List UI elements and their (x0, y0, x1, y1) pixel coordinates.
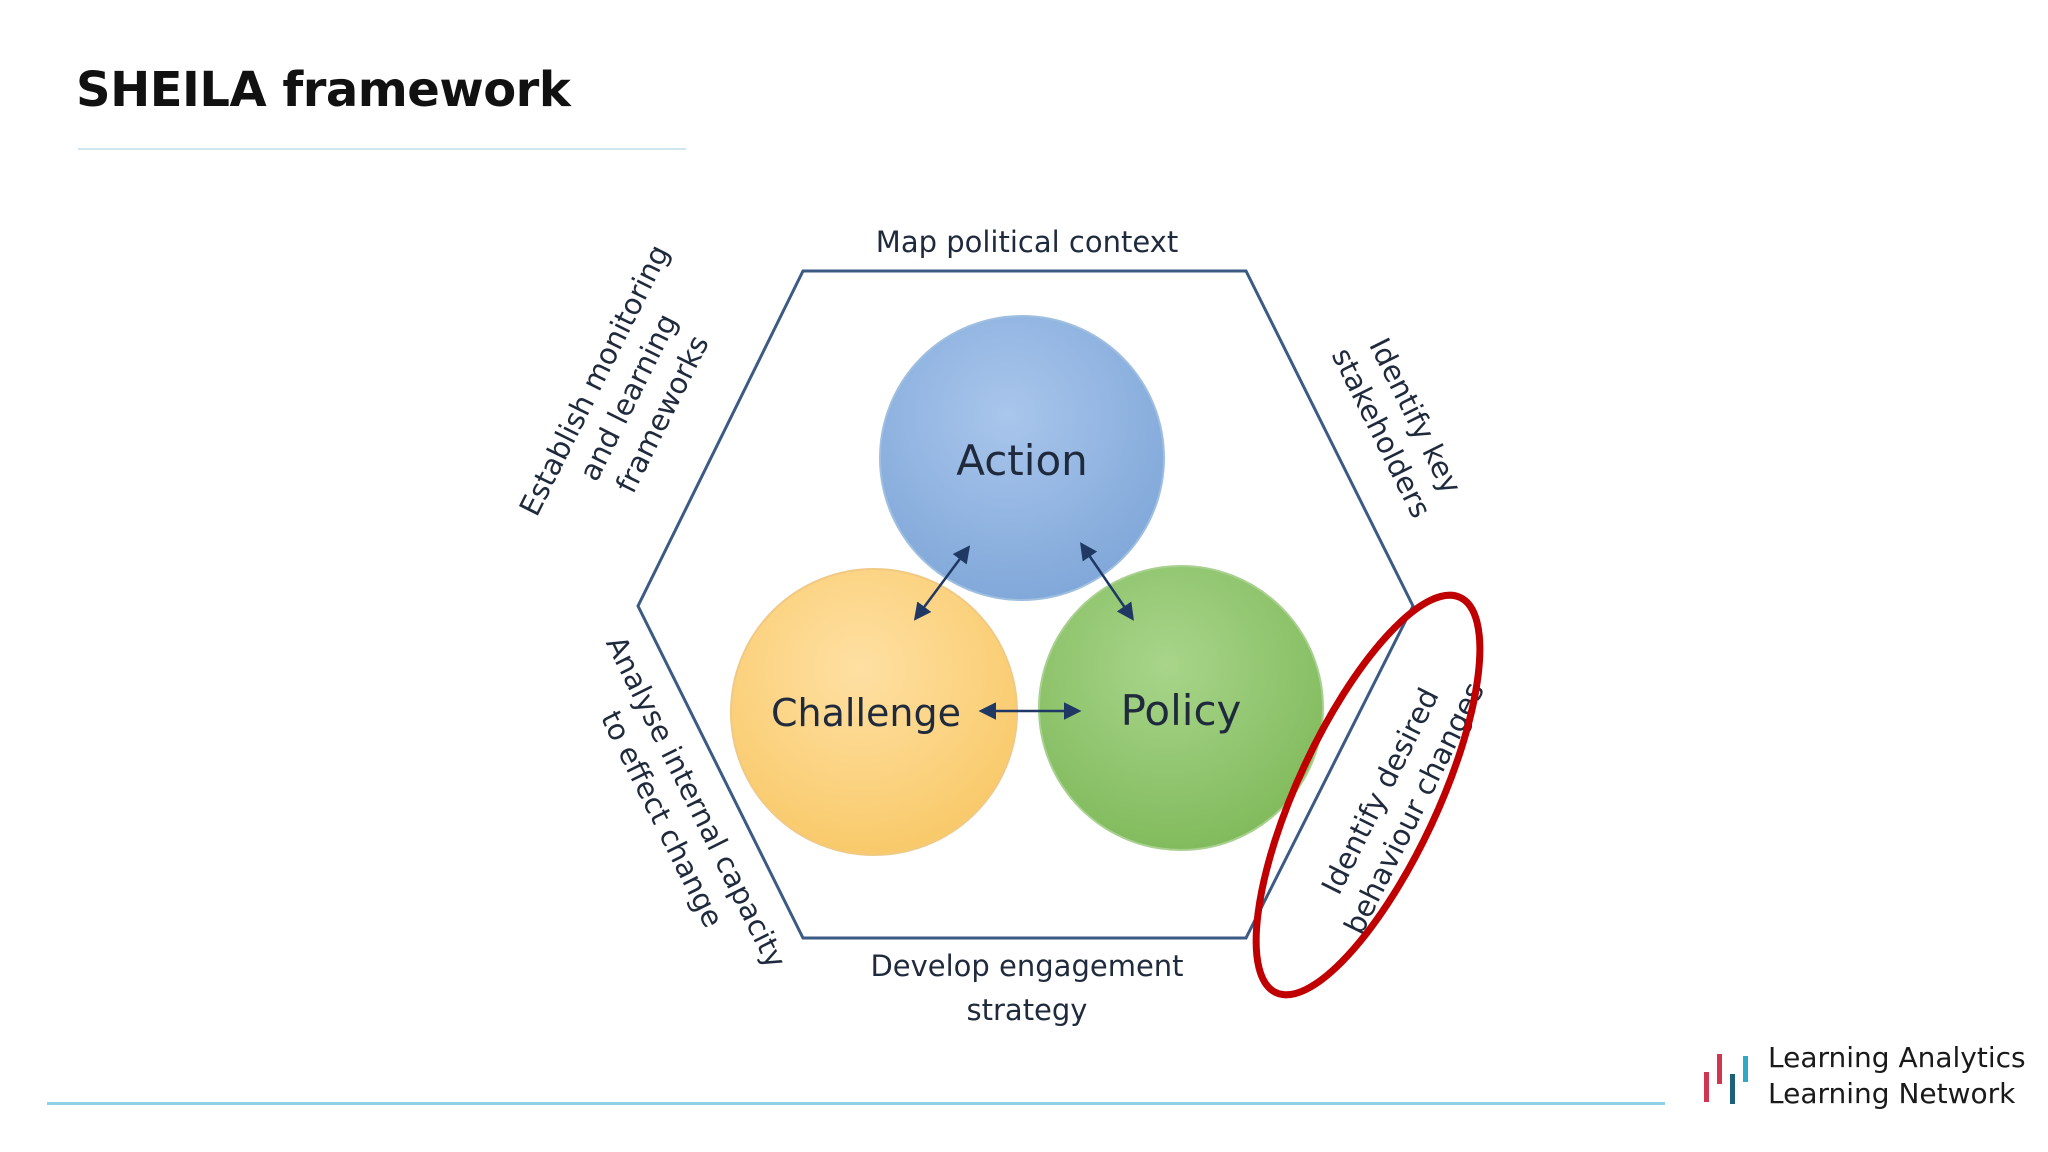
footer-divider (47, 1102, 1665, 1105)
bars-logo-icon (1704, 1054, 1748, 1104)
brand-name-line1: Learning Analytics (1768, 1041, 2026, 1074)
policy-label: Policy (1121, 686, 1242, 735)
arrow-action-policy (1080, 542, 1134, 621)
side-label-top: Map political context (876, 225, 1178, 259)
brand-logo-block: Learning Analytics Learning Network (1700, 1040, 2030, 1120)
title-divider (78, 148, 686, 150)
arrow-action-challenge (913, 545, 971, 621)
side-label-bottom-1: Develop engagement (870, 949, 1183, 983)
brand-name-line2: Learning Network (1768, 1077, 2016, 1110)
hexagon-outline (636, 269, 1415, 940)
action-label: Action (956, 436, 1088, 485)
highlight-ellipse (1252, 591, 1484, 999)
slide-title: SHEILA framework (76, 62, 571, 118)
side-label-bottom-2: strategy (967, 993, 1088, 1027)
challenge-label: Challenge (771, 691, 961, 735)
action-circle (879, 315, 1165, 601)
